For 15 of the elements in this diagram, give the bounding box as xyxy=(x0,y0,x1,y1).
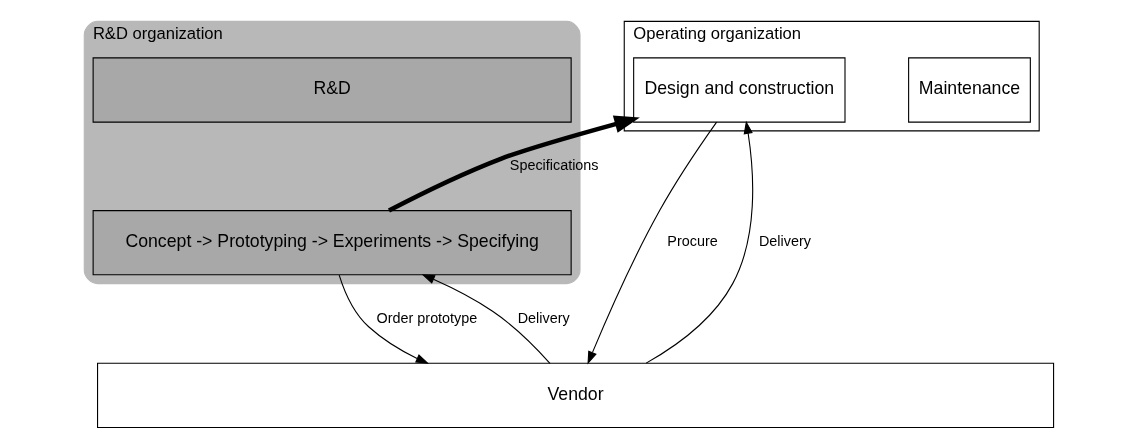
arrow xyxy=(587,121,718,365)
node-box: Maintenance xyxy=(908,57,1031,123)
arrow xyxy=(645,120,754,364)
arrow xyxy=(338,274,430,364)
edge-label: Order prototype xyxy=(376,309,478,326)
edge-label: Specifications xyxy=(509,157,599,174)
node-box: Design and construction xyxy=(633,57,846,123)
edge-label: Delivery xyxy=(758,233,811,250)
arrow xyxy=(387,115,640,213)
arrow xyxy=(421,274,551,364)
edge-label: Delivery xyxy=(517,309,570,326)
node-box: Vendor xyxy=(97,362,1055,429)
node-box: Concept -> Prototyping -> Experiments -> Specifying xyxy=(92,210,572,276)
node-box: R&D xyxy=(92,57,572,123)
edge-label: Procure xyxy=(667,233,718,250)
